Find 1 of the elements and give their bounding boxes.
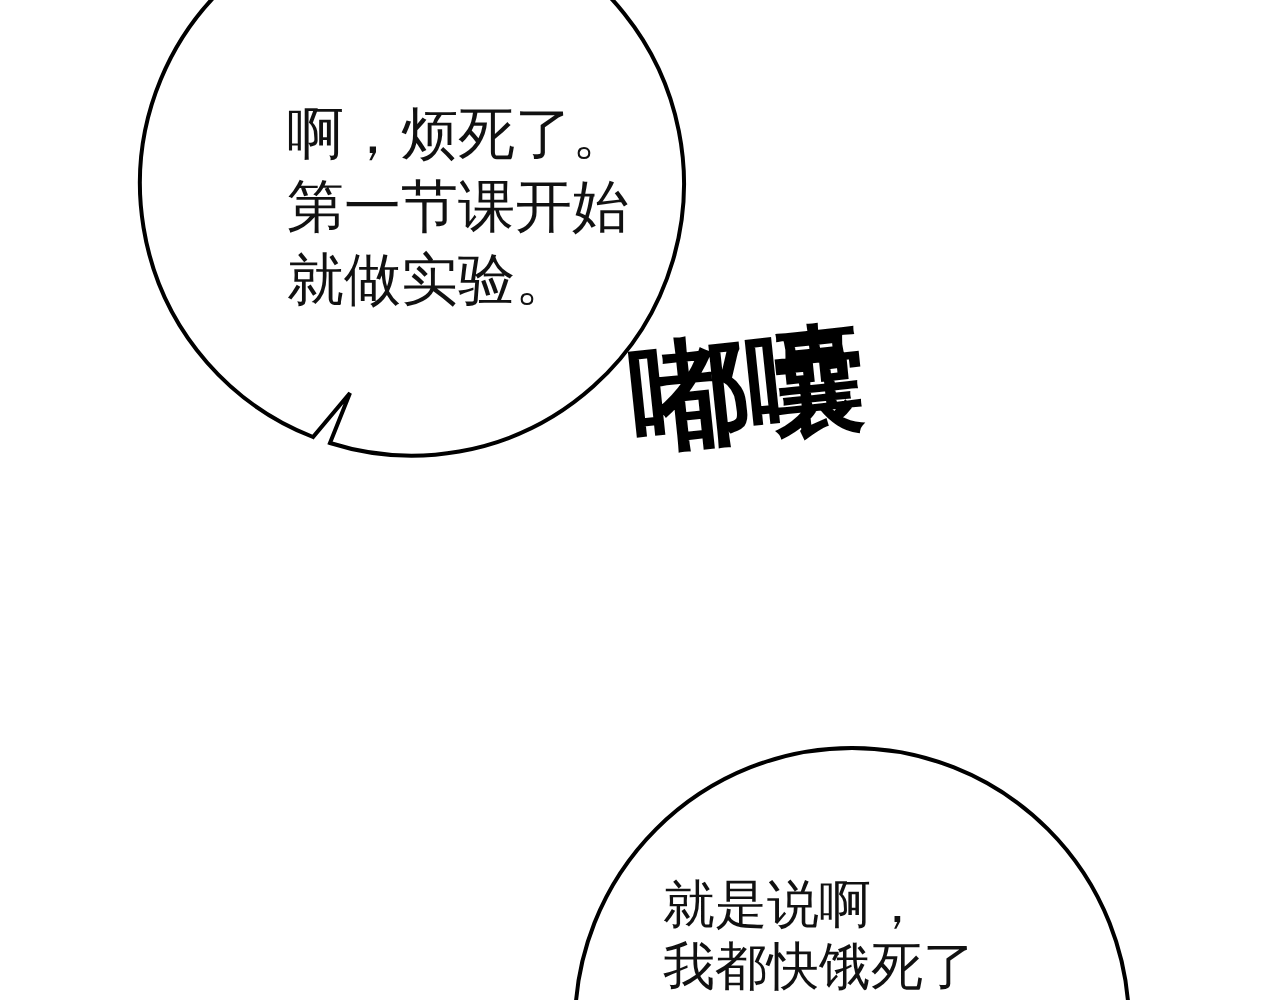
dialogue-text: 就是说啊，我都快饿死了 — [663, 873, 976, 997]
